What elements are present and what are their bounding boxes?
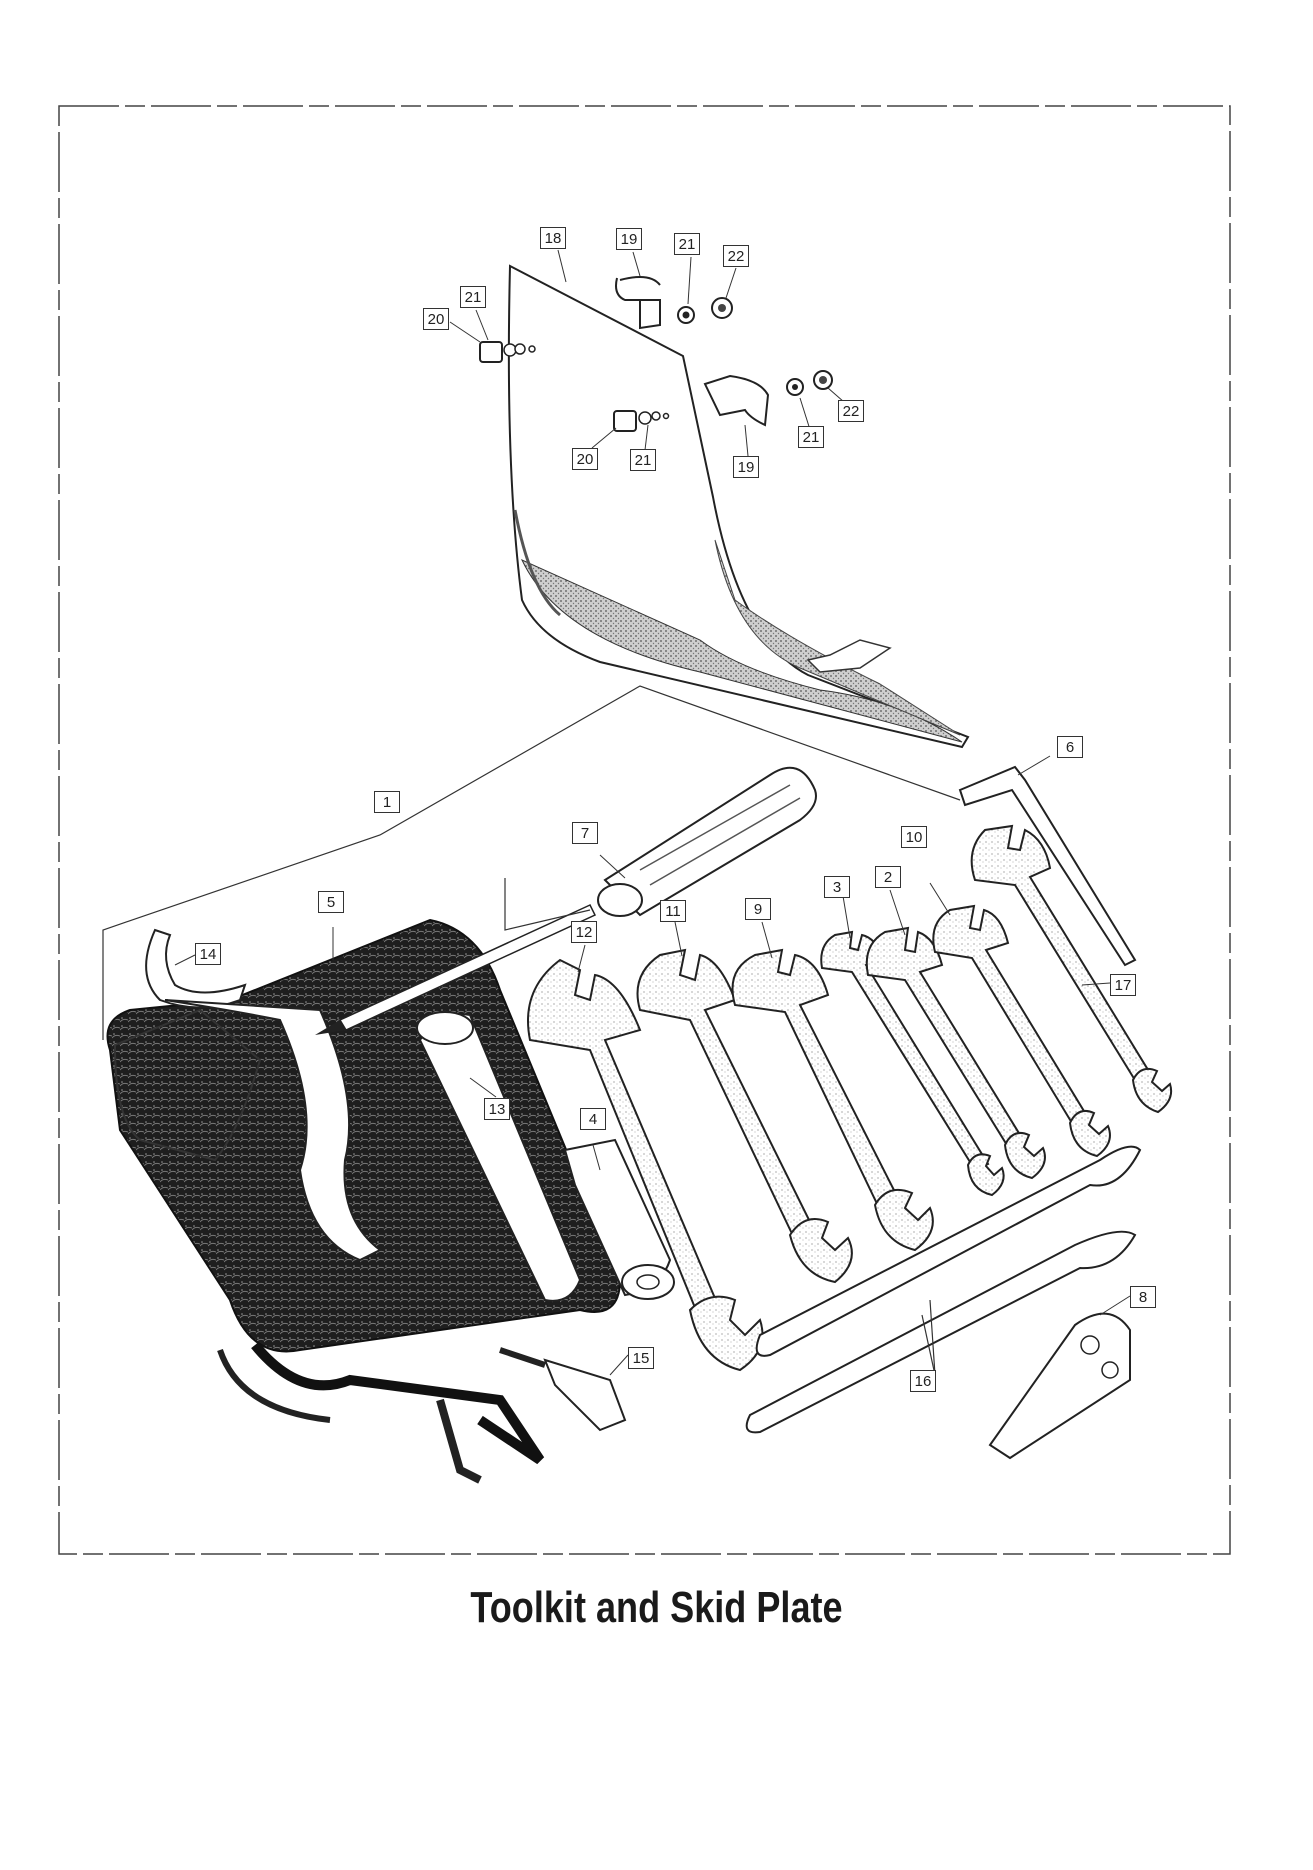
allen-key: [958, 765, 1137, 967]
callout-21: 21: [798, 426, 824, 448]
callout-11: 11: [660, 900, 686, 922]
tool-roll: [106, 918, 622, 1484]
callout-7: 7: [572, 822, 598, 844]
spanner-10: [932, 904, 1111, 1158]
callout-9: 9: [745, 898, 771, 920]
callout-21: 21: [674, 233, 700, 255]
box-spanner: [416, 1011, 582, 1302]
leader-lines-bottom: [174, 755, 1131, 1376]
callout-16: 16: [910, 1370, 936, 1392]
leader-lines-top: [449, 249, 853, 457]
spanner-12: [527, 958, 764, 1372]
callout-22: 22: [838, 400, 864, 422]
group-brackets: [102, 685, 961, 1376]
callout-19: 19: [616, 228, 642, 250]
callout-21: 21: [460, 286, 486, 308]
callout-5: 5: [318, 891, 344, 913]
callout-22: 22: [723, 245, 749, 267]
spanner-17: [970, 824, 1173, 1114]
callout-1: 1: [374, 791, 400, 813]
callout-18: 18: [540, 227, 566, 249]
callout-15: 15: [628, 1347, 654, 1369]
callout-10: 10: [901, 826, 927, 848]
drawing-border: [58, 105, 1231, 1555]
bracket-upper: [615, 275, 733, 330]
spanner-11: [636, 948, 853, 1284]
callout-2: 2: [875, 866, 901, 888]
skid-plate: [507, 264, 970, 749]
callout-17: 17: [1110, 974, 1136, 996]
callout-20: 20: [572, 448, 598, 470]
callout-12: 12: [571, 921, 597, 943]
callout-6: 6: [1057, 736, 1083, 758]
callout-14: 14: [195, 943, 221, 965]
figure-caption: Toolkit and Skid Plate: [470, 1583, 843, 1632]
callout-3: 3: [824, 876, 850, 898]
callout-19: 19: [733, 456, 759, 478]
screwdriver: [315, 766, 817, 1035]
c-spanner: [145, 928, 382, 1262]
bolt-middle: [613, 410, 670, 432]
bolt-upper-left: [479, 341, 536, 363]
spanner-9: [731, 948, 934, 1252]
tyre-levers: [745, 1145, 1142, 1434]
callout-13: 13: [484, 1098, 510, 1120]
callout-8: 8: [1130, 1286, 1156, 1308]
socket: [563, 1138, 675, 1300]
plug-key: [499, 1347, 627, 1432]
feeler-gauge: [988, 1312, 1131, 1460]
spanners: [527, 824, 1173, 1372]
bracket-lower: [703, 370, 833, 427]
callout-20: 20: [423, 308, 449, 330]
callout-4: 4: [580, 1108, 606, 1130]
spanner-2: [865, 926, 1046, 1180]
callout-21: 21: [630, 449, 656, 471]
